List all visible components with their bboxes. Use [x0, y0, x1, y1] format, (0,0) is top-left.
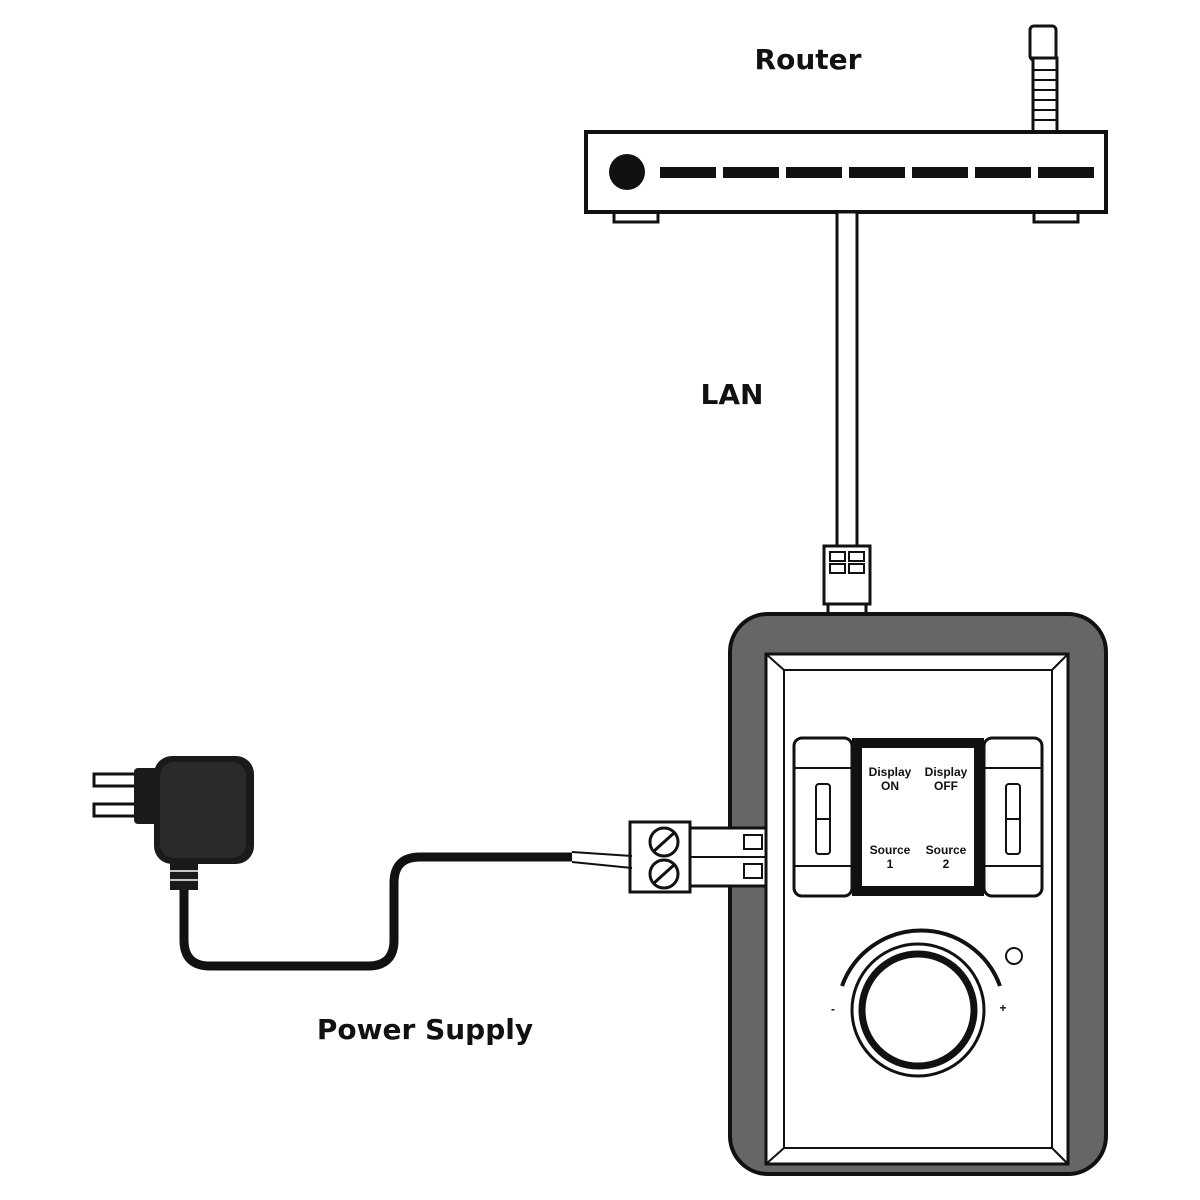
router-indicator-lights — [660, 167, 1094, 178]
source2-button[interactable]: Source 2 — [926, 843, 967, 871]
router-label: Router — [755, 43, 862, 76]
source1-button[interactable]: Source 1 — [870, 843, 911, 871]
display-on-button[interactable]: Display ON — [869, 765, 912, 793]
status-led — [1005, 947, 1023, 965]
display-on-label-line1: Display — [869, 765, 912, 779]
wall-panel: Display ON Display OFF Source 1 Source 2… — [728, 612, 1108, 1176]
power-supply-label: Power Supply — [317, 1013, 533, 1046]
lan-label: LAN — [701, 378, 764, 411]
power-adapter — [92, 756, 254, 890]
left-rocker-switch[interactable] — [792, 736, 854, 898]
display-off-button[interactable]: Display OFF — [925, 765, 968, 793]
volume-plus-label: + — [999, 1001, 1006, 1015]
volume-knob[interactable] — [840, 928, 1002, 1078]
power-terminal-connector — [571, 820, 768, 894]
display-on-label-line2: ON — [881, 779, 899, 793]
display-off-label-line2: OFF — [934, 779, 958, 793]
power-cable — [179, 852, 572, 971]
right-rocker-switch[interactable] — [982, 736, 1044, 898]
router-antenna — [1028, 24, 1059, 134]
plug-prong-top — [92, 772, 140, 788]
source1-label-line2: 1 — [887, 857, 894, 871]
display-off-label-line1: Display — [925, 765, 968, 779]
router-power-led — [609, 154, 645, 190]
plug-prong-bottom — [92, 802, 140, 818]
lan-cable — [822, 210, 872, 648]
source2-label-line1: Source — [926, 843, 967, 857]
source1-label-line1: Source — [870, 843, 911, 857]
source2-label-line2: 2 — [943, 857, 950, 871]
router — [584, 24, 1108, 224]
volume-minus-label: - — [831, 1002, 835, 1016]
